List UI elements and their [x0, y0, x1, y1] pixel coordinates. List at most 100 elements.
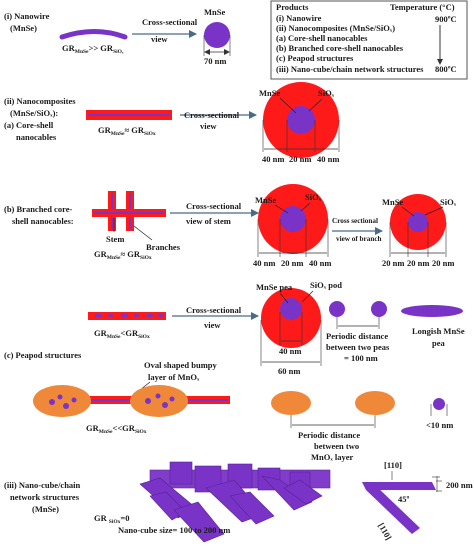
peapod-red-cross-line1: Cross-sectional [186, 305, 242, 315]
peapod-red-longish-line1: Longish MnSe [412, 326, 465, 336]
peapod-orange-layer-1 [271, 391, 311, 415]
coreshell-dim-left: 40 nm [262, 154, 284, 164]
coreshell-dim-mid: 20 nm [289, 154, 311, 164]
peapod-red-pea-2 [371, 301, 387, 317]
branched-branch-cross-line1: Cross sectional [332, 217, 378, 225]
coreshell-dim-right: 40 nm [317, 154, 339, 164]
peapod-orange-bump-1 [33, 385, 91, 417]
peapod-orange-small-pea [433, 398, 445, 410]
nanocube-rod-diagonal [366, 484, 420, 534]
nanocube-title-line1: (iii) Nano-cube/chain [4, 480, 81, 490]
nanocube-section: (iii) Nano-cube/chain network structures… [4, 460, 473, 543]
branched-stem-cross-line2: view of stem [186, 216, 231, 226]
legend-temp-low: 800ºC [435, 64, 457, 74]
legend-item-0: (i) Nanowire [276, 13, 322, 23]
nanowire-cross-label-2: view [151, 34, 168, 44]
nanowire-section: (i) Nanowire (MnSe) GRMnSe>> GRSiOₓ Cros… [4, 7, 231, 66]
peapod-red-pea-label: MnSe pea [256, 282, 293, 292]
peapod-orange-section: (c) Peapod structures Oval shaped bumpy … [4, 350, 453, 462]
nanowire-cross-section [204, 22, 230, 48]
coreshell-growth-rate: GRMnSe≈ GRSiOx [98, 125, 156, 137]
peapod-red-pea-1 [329, 301, 345, 317]
coreshell-cross-line1: Cross-sectional [184, 110, 240, 120]
coreshell-title-line4: nanocables [16, 132, 57, 142]
branched-stem-dim-right: 40 nm [309, 258, 331, 268]
peapod-red-cross-line2: view [204, 320, 221, 330]
nanocube-rod-horizontal [362, 482, 436, 490]
nanocube-title-line2: network structures [10, 492, 80, 502]
peapod-red-inner-dim: 40 nm [279, 346, 301, 356]
peapod-orange-periodic-line3: MnOₓ layer [311, 452, 354, 462]
peapod-orange-bumpy-line2: layer of MnOₓ [148, 372, 200, 382]
legend-panel: Products Temperature (°C) (i) Nanowire (… [270, 0, 468, 80]
branched-branch-dim-left: 20 nm [382, 258, 404, 268]
branched-title-line2: shell nanocables: [12, 216, 74, 226]
nanowire-diameter: 70 nm [204, 56, 226, 66]
peapod-red-pod-label: SiOₓ pod [310, 280, 342, 290]
branched-stem-shell-label: SiOₓ [305, 192, 322, 202]
peapod-orange-periodic-line2: between two [314, 441, 359, 451]
peapod-red-growth-rate: GRMnSe<GRSiOx [94, 328, 150, 340]
peapod-orange-title: (c) Peapod structures [4, 350, 82, 360]
peapod-orange-bump-2 [130, 385, 188, 417]
nanowire-title-line2: (MnSe) [10, 23, 37, 33]
coreshell-title-line3: (a) Core-shell [4, 120, 54, 130]
branched-branch-shell-label: SiOₓ [440, 197, 457, 207]
branched-branch-core [408, 212, 428, 232]
legend-item-3: (b) Branched core-shell nanocables [276, 43, 404, 53]
legend-temp-high: 900ºC [435, 14, 457, 24]
nanocube-angle: 45º [398, 494, 410, 504]
branched-stem-core-label: MnSe [255, 195, 276, 205]
peapod-red-longish-pea [401, 305, 463, 317]
nanowire-cross-label: Cross-sectional [142, 17, 198, 27]
legend-item-5: (iii) Nano-cube/chain network structures [276, 64, 424, 74]
branched-branch-dim-right: 20 nm [432, 258, 454, 268]
coreshell-core-label: MnSe [259, 88, 280, 98]
branched-growth-rate: GRMnSe≈ GRSiOx [94, 249, 152, 261]
peapod-red-periodic-line1: Periodic distance [326, 331, 388, 341]
nanowire-shape [59, 29, 128, 40]
legend-item-4: (c) Peapod structures [276, 53, 354, 63]
branched-stem-label: Stem [106, 234, 124, 244]
coreshell-cross-line2: view [200, 121, 217, 131]
branched-section: (b) Branched core- shell nanocables: Ste… [4, 184, 457, 268]
legend-temperature-heading: Temperature (°C) [390, 2, 455, 12]
peapod-orange-growth-rate: GRMnSe<<GRSiOx [86, 423, 147, 435]
peapod-orange-layer-2 [355, 391, 395, 415]
nanocube-length: 200 nm [446, 480, 473, 490]
peapod-red-longish-line2: pea [432, 338, 446, 348]
coreshell-shell-label: SiOₓ [318, 88, 335, 98]
nanocube-dir-2: [110] [376, 521, 394, 542]
peapod-red-outer-dim: 60 nm [278, 366, 300, 376]
nanocube-title-line3: (MnSe) [32, 504, 59, 514]
nanowire-title-line1: (i) Nanowire [4, 11, 50, 21]
legend-item-1: (ii) Nanocomposites (MnSe/SiOₓ) [276, 23, 395, 33]
nanowire-core-label: MnSe [204, 7, 225, 17]
peapod-red-peas [95, 314, 163, 317]
nanowire-growth-rate: GRMnSe>> GRSiOₓ [62, 43, 124, 55]
legend-products-heading: Products [276, 2, 309, 12]
branched-stem-core [280, 206, 306, 232]
branched-branch-core-label: MnSe [382, 197, 403, 207]
coreshell-title-line1: (ii) Nanocomposites [4, 96, 76, 106]
coreshell-section: (ii) Nanocomposites (MnSe/SiOₓ): (a) Cor… [4, 82, 339, 164]
branched-branches-label: Branches [146, 242, 181, 252]
peapod-red-section: GRMnSe<GRSiOx Cross-sectional view MnSe … [88, 280, 465, 376]
branched-stem-dim-left: 40 nm [253, 258, 275, 268]
peapod-red-periodic-line3: = 100 nm [344, 353, 378, 363]
peapod-orange-small-dim: <10 nm [426, 420, 453, 430]
peapod-red-periodic-line2: between two peas [326, 342, 390, 352]
branched-title-line1: (b) Branched core- [4, 204, 72, 214]
legend-item-2: (a) Core-shell nanocables [276, 33, 368, 43]
coreshell-core-cross [287, 106, 315, 134]
nanocube-dir-1: [110] [384, 460, 402, 470]
branched-stem-cross-line1: Cross-sectional [186, 201, 242, 211]
peapod-orange-periodic-line1: Periodic distance [298, 430, 360, 440]
coreshell-title-line2: (MnSe/SiOₓ): [10, 108, 58, 118]
nanocube-size-label: Nano-cube size= 100 to 200 nm [118, 525, 230, 535]
branched-branch-dim-mid: 20 nm [407, 258, 429, 268]
nanocube-network [139, 461, 331, 543]
branched-stem-dim-mid: 20 nm [281, 258, 303, 268]
